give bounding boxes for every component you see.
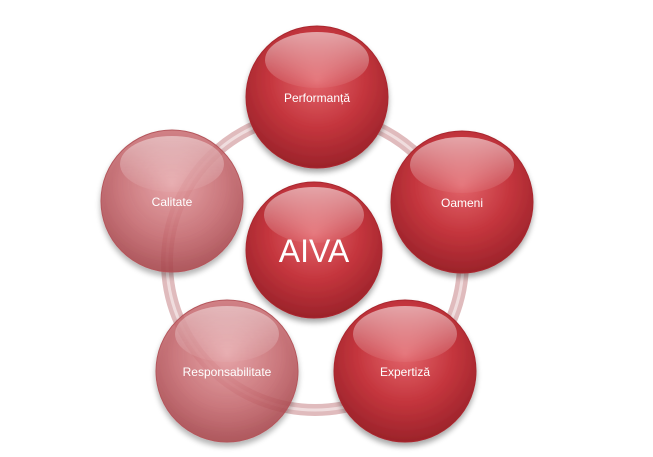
node-responsabilitate: Responsabilitate xyxy=(155,299,299,443)
node-label-calitate: Calitate xyxy=(152,195,193,209)
node-expertiza: Expertiză xyxy=(333,299,477,443)
node-label-responsabilitate: Responsabilitate xyxy=(183,365,272,379)
node-label-performanta: Performanță xyxy=(284,91,350,105)
node-oameni: Oameni xyxy=(390,130,534,274)
node-label-expertiza: Expertiză xyxy=(380,365,430,379)
node-label-oameni: Oameni xyxy=(441,196,483,210)
node-performanta: Performanță xyxy=(245,25,389,169)
node-calitate: Calitate xyxy=(100,129,244,273)
center-node: AIVA xyxy=(245,181,383,319)
center-label: AIVA xyxy=(279,233,350,269)
